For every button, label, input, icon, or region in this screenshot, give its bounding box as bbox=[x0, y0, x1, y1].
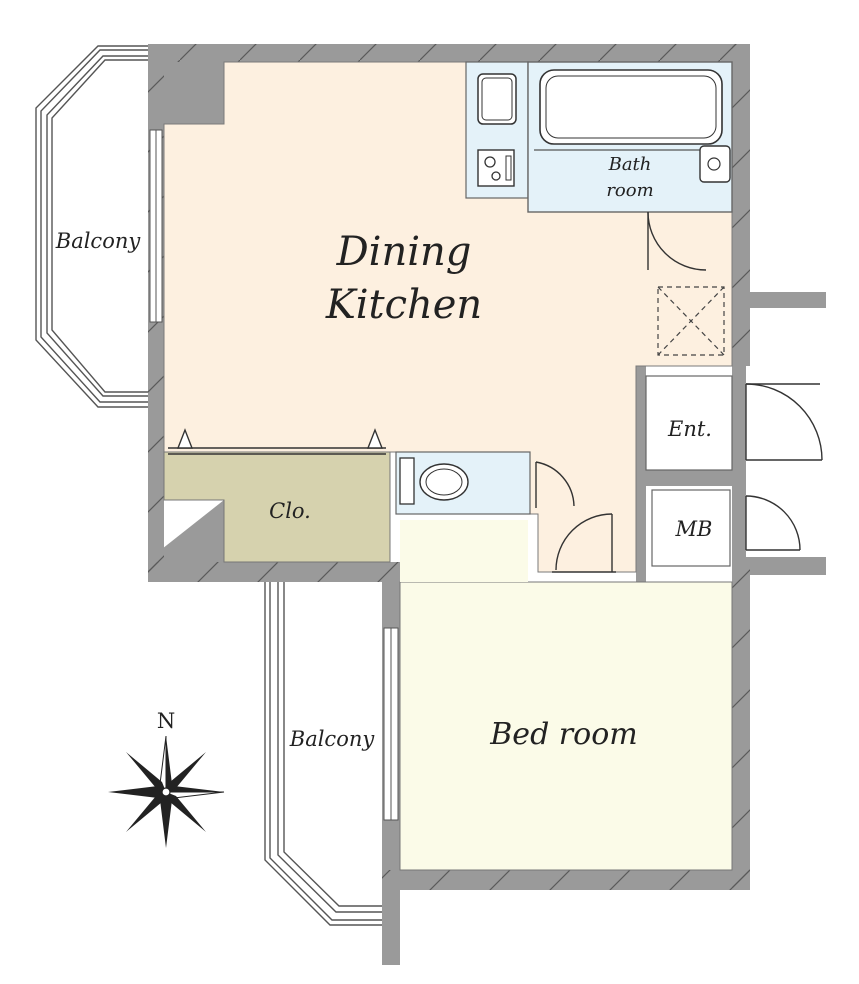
bathroom-door bbox=[647, 211, 707, 271]
balcony-south bbox=[264, 580, 383, 926]
bathroom-label: Bath bbox=[608, 154, 652, 175]
ceiling-hatch bbox=[657, 286, 725, 356]
meter-box-door bbox=[745, 495, 801, 551]
toilet-room bbox=[395, 451, 531, 515]
meter-box-floor bbox=[651, 489, 731, 567]
closet-floor bbox=[163, 451, 391, 563]
bedroom-floor bbox=[399, 581, 733, 871]
dining-kitchen-label: Dining bbox=[336, 229, 472, 275]
washbasin-icon bbox=[699, 145, 731, 183]
sink-icon bbox=[477, 73, 517, 125]
compass-north-label: N bbox=[157, 709, 175, 733]
window-west bbox=[149, 129, 163, 323]
closet-label: Clo. bbox=[269, 499, 311, 523]
toilet-door bbox=[535, 461, 575, 508]
kitchen-counter bbox=[465, 61, 529, 199]
bedroom-label: Bed room bbox=[489, 717, 637, 752]
bathroom bbox=[527, 61, 733, 213]
closet-rail bbox=[168, 428, 386, 455]
balcony-south-label: Balcony bbox=[289, 727, 376, 751]
entrance-door bbox=[745, 383, 823, 461]
balcony-west bbox=[35, 45, 150, 408]
bedroom-ext-floor bbox=[400, 520, 528, 582]
compass-icon bbox=[108, 735, 225, 848]
bathtub-icon bbox=[539, 69, 723, 145]
bedroom-door bbox=[552, 513, 616, 573]
balcony-west-label: Balcony bbox=[55, 229, 142, 253]
bathroom-label-2: room bbox=[606, 180, 653, 201]
window-south bbox=[383, 627, 399, 821]
meter-box-label: MB bbox=[675, 517, 713, 541]
entrance-label: Ent. bbox=[667, 417, 712, 441]
toilet-icon bbox=[399, 457, 415, 505]
compass-rose: N bbox=[108, 709, 225, 848]
entrance-floor bbox=[645, 375, 733, 471]
dining-kitchen-label-2: Kitchen bbox=[325, 282, 482, 328]
